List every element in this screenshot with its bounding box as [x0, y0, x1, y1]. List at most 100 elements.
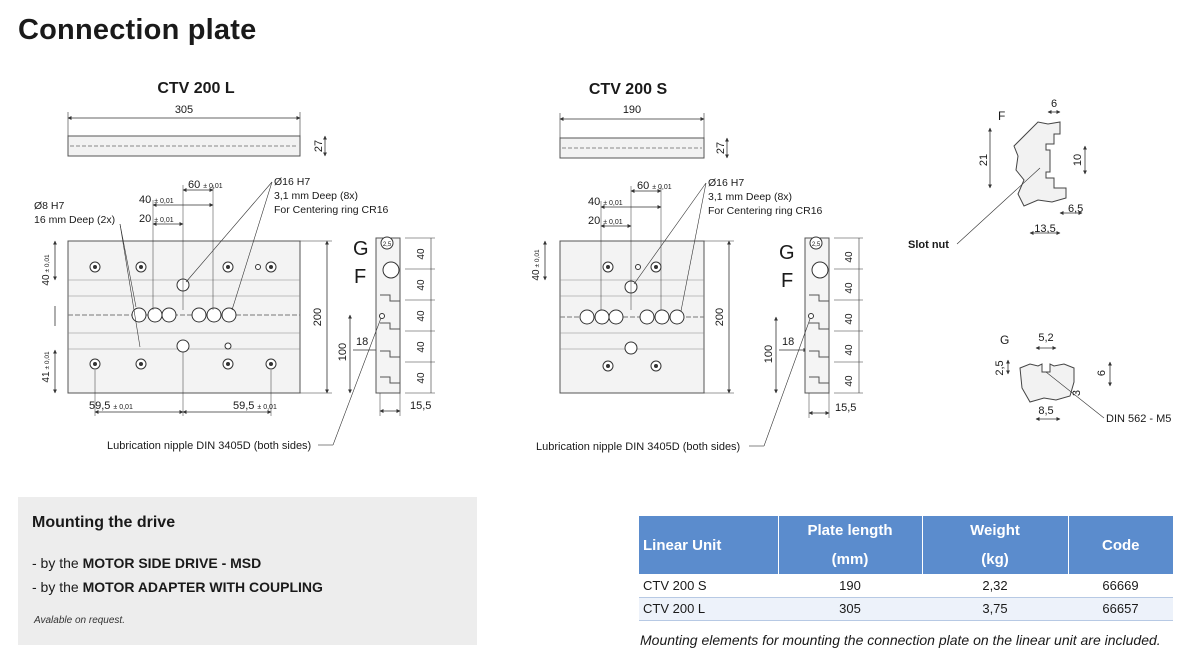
ctv-l-profile-40-2: 40 — [416, 279, 427, 291]
cell-weight: 3,75 — [922, 597, 1068, 621]
slot-g-dim-2-5: 2,5 — [994, 360, 1006, 375]
header-weight-label: Weight — [970, 522, 1020, 539]
ctv-s-dim-15-5: 15,5 — [835, 402, 856, 414]
mounting-option-adapter: - by the MOTOR ADAPTER WITH COUPLING — [32, 579, 323, 595]
svg-text:40± 0,01: 40± 0,01 — [531, 249, 542, 281]
ctv-l-dim-200: 200 — [312, 308, 324, 326]
technical-drawing: CTV 200 L 305 27 60 — [34, 80, 1171, 453]
slot-f-detail: F 6 21 10 6,5 13,5 Slot nut — [908, 98, 1087, 251]
ctv-200-s-drawing: CTV 200 S 190 27 60± 0,01 40± 0,01 — [531, 81, 863, 453]
ctv-l-dim-18: 18 — [356, 336, 368, 348]
slot-f-dim-6: 6 — [1051, 98, 1057, 110]
ctv-l-dim-59-5-b: 59,5 — [233, 400, 254, 412]
slot-f-dim-21: 21 — [978, 154, 990, 166]
cell-code: 66657 — [1068, 597, 1173, 621]
slot-g-label: G — [1000, 333, 1009, 347]
svg-text:40± 0,01: 40± 0,01 — [41, 254, 52, 286]
mounting-adapter-label: MOTOR ADAPTER WITH COUPLING — [82, 579, 323, 595]
ctv-s-profile-40-1: 40 — [844, 251, 855, 263]
cell-weight: 2,32 — [922, 574, 1068, 598]
slot-g-dim-3: 3 — [1071, 390, 1083, 396]
ctv-l-profile-40-5: 40 — [416, 372, 427, 384]
slot-g-detail: G 5,2 2,5 6 3 8,5 DIN 562 - M5 — [994, 332, 1171, 425]
ctv-s-f: F — [781, 270, 793, 292]
cell-unit: CTV 200 S — [639, 574, 778, 598]
ctv-l-side-40: 40 — [41, 274, 52, 286]
table-header-row: Linear Unit Plate length(mm) Weight(kg) … — [639, 516, 1173, 574]
svg-text:20± 0,01: 20± 0,01 — [139, 213, 174, 225]
cell-length: 190 — [778, 574, 922, 598]
ctv-l-f: F — [354, 266, 366, 288]
ctv-200-l-drawing: CTV 200 L 305 27 60 — [34, 80, 435, 452]
ctv-l-hole-small-depth: 16 mm Deep (2x) — [34, 214, 115, 226]
ctv-s-dim-18: 18 — [782, 336, 794, 348]
ctv-s-dim-40: 40 — [588, 196, 600, 208]
slot-g-dim-8-5: 8,5 — [1038, 405, 1053, 417]
ctv-s-profile-40-3: 40 — [844, 313, 855, 325]
ctv-l-tol-20: ± 0,01 — [154, 217, 174, 224]
ctv-s-profile-40-4: 40 — [844, 344, 855, 356]
table-note: Mounting elements for mounting the conne… — [640, 632, 1161, 648]
ctv-l-dim-20: 20 — [139, 213, 151, 225]
ctv-s-hole-big: Ø16 H7 — [708, 177, 744, 189]
ctv-l-profile-40-4: 40 — [416, 341, 427, 353]
table-row: CTV 200 L 305 3,75 66657 — [639, 597, 1173, 621]
header-weight: Weight (kg) — [922, 516, 1069, 574]
ctv-s-dim-100: 100 — [763, 345, 775, 363]
ctv-l-dim-59-5-a: 59,5 — [89, 400, 110, 412]
ctv-s-g: G — [779, 242, 795, 264]
ctv-l-tol-40: ± 0,01 — [154, 198, 174, 205]
header-code: Code — [1068, 516, 1173, 574]
ctv-l-tol-59-5-a: ± 0,01 — [113, 404, 133, 411]
ctv-l-hole-big: Ø16 H7 — [274, 176, 310, 188]
ctv-l-tol-60: ± 0,01 — [203, 183, 223, 190]
slot-f-label: F — [998, 109, 1005, 123]
slot-nut-label: Slot nut — [908, 239, 949, 251]
svg-text:20± 0,01: 20± 0,01 — [588, 215, 623, 227]
cell-code: 66669 — [1068, 574, 1173, 598]
header-linear-unit: Linear Unit — [639, 516, 779, 574]
svg-text:59,5± 0,01: 59,5± 0,01 — [233, 400, 277, 412]
cell-length: 305 — [778, 597, 922, 621]
spec-table: Linear Unit Plate length(mm) Weight(kg) … — [639, 516, 1173, 621]
ctv-l-hole-big-note: For Centering ring CR16 — [274, 204, 389, 216]
ctv-s-profile-40-2: 40 — [844, 282, 855, 294]
svg-text:40± 0,01: 40± 0,01 — [588, 196, 623, 208]
ctv-l-hole-small: Ø8 H7 — [34, 200, 65, 212]
ctv-l-side-41-tol: ± 0,01 — [44, 351, 51, 369]
ctv-l-profile-40-1: 40 — [416, 248, 427, 260]
ctv-s-hole-big-note: For Centering ring CR16 — [708, 205, 823, 217]
header-weight-unit: (kg) — [981, 551, 1009, 568]
ctv-s-profile-40-5: 40 — [844, 375, 855, 387]
ctv-l-label: CTV 200 L — [157, 80, 235, 97]
ctv-s-g-mark: 2,5 — [812, 242, 821, 248]
ctv-l-profile-40-3: 40 — [416, 310, 427, 322]
mounting-prefix: - by the — [32, 555, 83, 571]
slot-g-dim-5-2: 5,2 — [1038, 332, 1053, 344]
page-title: Connection plate — [18, 14, 257, 46]
ctv-s-label: CTV 200 S — [589, 81, 668, 98]
header-plate-length: Plate length(mm) — [778, 516, 923, 574]
svg-text:40± 0,01: 40± 0,01 — [139, 194, 174, 206]
svg-text:41± 0,01: 41 ± 0,01 — [41, 351, 52, 383]
ctv-l-dim-15-5: 15,5 — [410, 400, 431, 412]
slot-f-dim-13-5: 13,5 — [1034, 223, 1055, 235]
ctv-l-dim-40: 40 — [139, 194, 151, 206]
table-row: CTV 200 S 190 2,32 66669 — [639, 574, 1173, 598]
slot-f-dim-10: 10 — [1072, 154, 1084, 166]
ctv-l-height: 27 — [313, 140, 325, 152]
slot-g-dim-6: 6 — [1096, 370, 1108, 376]
ctv-s-side-40: 40 — [531, 269, 542, 281]
svg-text:60± 0,01: 60± 0,01 — [188, 179, 223, 191]
ctv-s-height: 27 — [715, 142, 727, 154]
ctv-l-hole-big-depth: 3,1 mm Deep (8x) — [274, 190, 358, 202]
ctv-s-dim-200: 200 — [714, 308, 726, 326]
ctv-s-dim-20: 20 — [588, 215, 600, 227]
ctv-s-tol-60: ± 0,01 — [652, 184, 672, 191]
ctv-l-dim-100: 100 — [337, 343, 349, 361]
ctv-l-length: 305 — [175, 104, 193, 116]
slot-g-din: DIN 562 - M5 — [1106, 413, 1171, 425]
ctv-l-g-mark: 2,5 — [383, 242, 392, 248]
ctv-l-side-41: 41 — [41, 371, 52, 383]
ctv-s-lube: Lubrication nipple DIN 3405D (both sides… — [536, 441, 740, 453]
